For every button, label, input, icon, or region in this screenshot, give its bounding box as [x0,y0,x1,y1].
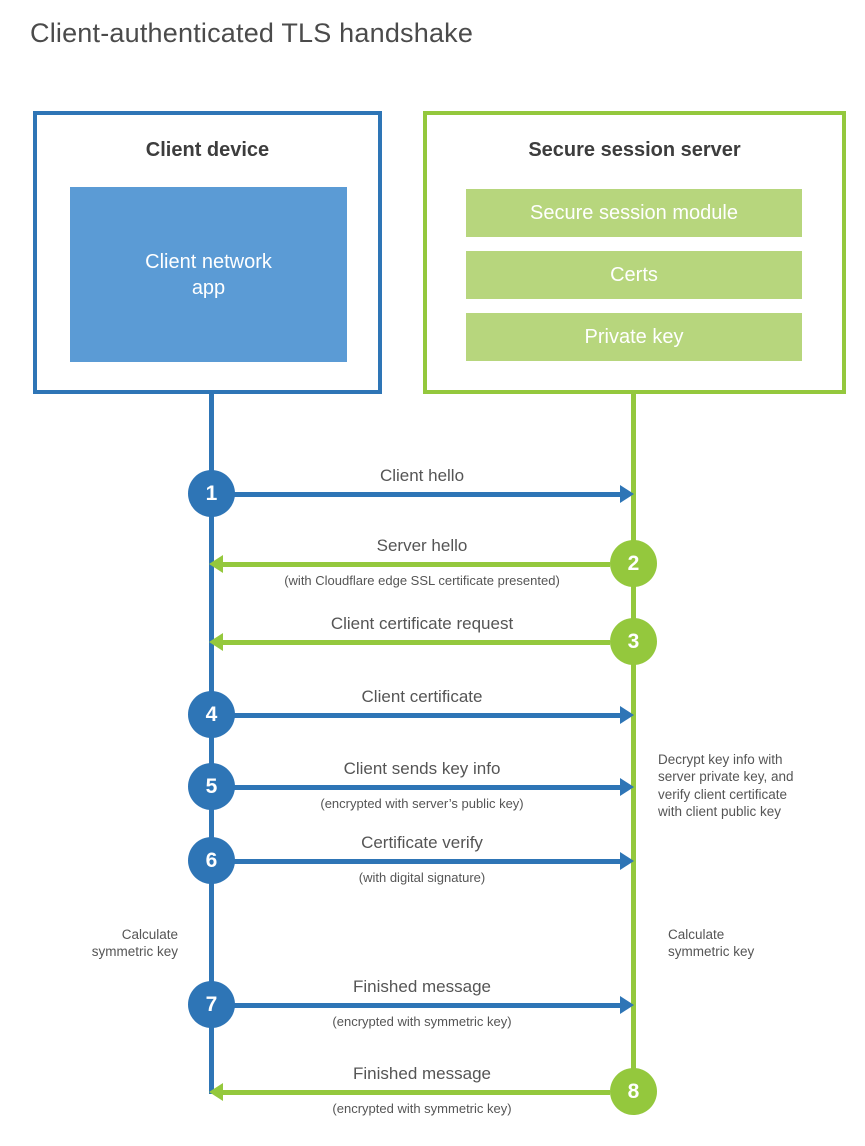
client-network-app-box: Client network app [70,187,347,362]
arrow-right-icon [620,778,634,796]
step-1-label: Client hello [379,466,465,485]
arrow-right-icon [620,706,634,724]
step-3-circle: 3 [610,618,657,665]
step-5-label: Client sends key info [343,759,501,778]
step-1-arrow-line [234,492,620,497]
step-8-sublabel: (encrypted with symmetric key) [332,1101,512,1116]
step-8-arrow-line [223,1090,610,1095]
step-2-sublabel: (with Cloudflare edge SSL certificate pr… [284,573,560,588]
client-device-box: Client device Client network app [33,111,382,394]
step-7-label: Finished message [353,977,491,996]
step-6-label: Certificate verify [361,833,483,852]
decrypt-key-note: Decrypt key info with server private key… [658,752,794,819]
step-8-circle: 8 [610,1068,657,1115]
step-6-sublabel: (with digital signature) [358,870,486,885]
server-module-secure-session: Secure session module [466,189,802,237]
calculate-symmetric-key-note-server: Calculate symmetric key [668,927,755,960]
server-lifeline [631,394,636,1094]
step-4-circle: 4 [188,691,235,738]
secure-session-server-box: Secure session server Secure session mod… [423,111,846,394]
step-7-sublabel: (encrypted with symmetric key) [332,1014,512,1029]
step-3-arrow-line [223,640,610,645]
step-6-arrow-line [234,859,620,864]
arrow-left-icon [209,555,223,573]
step-5-sublabel: (encrypted with server’s public key) [320,796,524,811]
step-4-arrow-line [234,713,620,718]
step-5-arrow-line [234,785,620,790]
server-module-certs: Certs [466,251,802,299]
step-5-circle: 5 [188,763,235,810]
arrow-right-icon [620,996,634,1014]
arrow-right-icon [620,852,634,870]
step-2-label: Server hello [376,536,468,555]
step-7-circle: 7 [188,981,235,1028]
step-2-circle: 2 [610,540,657,587]
step-4-label: Client certificate [361,687,483,706]
step-7-arrow-line [234,1003,620,1008]
page-title: Client-authenticated TLS handshake [30,18,474,48]
step-1-circle: 1 [188,470,235,517]
server-module-private-key: Private key [466,313,802,361]
calculate-symmetric-key-note-client: Calculate symmetric key [91,927,178,960]
step-2-arrow-line [223,562,610,567]
client-device-title: Client device [145,139,270,161]
step-8-label: Finished message [353,1064,491,1083]
arrow-right-icon [620,485,634,503]
step-6-circle: 6 [188,837,235,884]
arrow-left-icon [209,633,223,651]
arrow-left-icon [209,1083,223,1101]
server-title: Secure session server [528,139,741,161]
client-lifeline [209,394,214,1094]
step-3-label: Client certificate request [330,614,514,633]
